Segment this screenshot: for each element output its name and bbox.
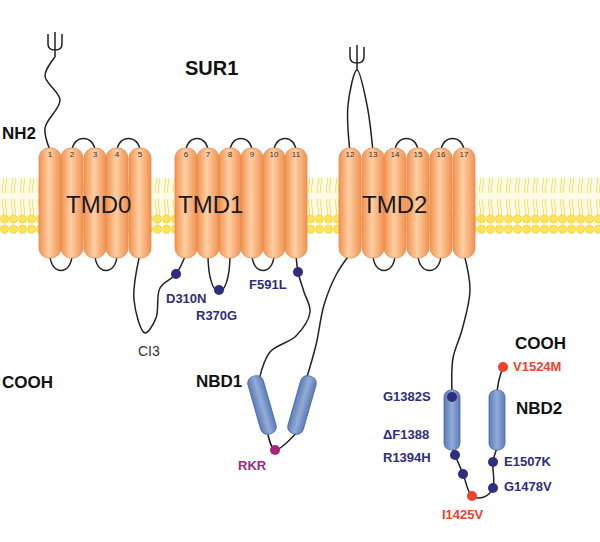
motif-label: RKR xyxy=(238,459,266,474)
glycosylation-site xyxy=(48,32,62,57)
mutation-label: G1478V xyxy=(504,480,552,495)
loop-label: CI3 xyxy=(138,343,160,359)
helix-number: 17 xyxy=(460,150,469,159)
mutation-label: F591L xyxy=(249,278,287,293)
domain-label: TMD1 xyxy=(178,191,243,219)
helix-number: 1 xyxy=(48,150,52,159)
mutation-site xyxy=(171,269,181,279)
helix-number: 16 xyxy=(437,150,446,159)
nbd-helix xyxy=(489,390,505,450)
n-terminus-chain xyxy=(45,57,60,150)
helix-number: 2 xyxy=(70,150,74,159)
helix-number: 3 xyxy=(93,150,97,159)
transmembrane-helix xyxy=(129,148,151,258)
protein-name: SUR1 xyxy=(185,57,238,80)
mutation-label: R1394H xyxy=(383,451,431,466)
helix-number: 11 xyxy=(292,150,300,159)
mutation-label: G1382S xyxy=(383,390,431,405)
helix-number: 4 xyxy=(115,150,119,159)
nbd-helix xyxy=(246,374,278,436)
mutation-label: D310N xyxy=(166,292,206,307)
terminus-label: NH2 xyxy=(2,124,36,144)
helix-number: 5 xyxy=(138,150,142,159)
mutation-site xyxy=(498,362,508,372)
helix-number: 10 xyxy=(270,150,279,159)
transmembrane-helix xyxy=(453,148,475,258)
domain-label: NBD2 xyxy=(516,399,562,419)
helix-number: 9 xyxy=(250,150,254,159)
mutation-site xyxy=(450,450,460,460)
mutation-site xyxy=(270,445,280,455)
nbd-helix xyxy=(444,390,460,450)
glycosylation-site xyxy=(350,45,364,70)
linker xyxy=(259,254,310,380)
mutation-site xyxy=(293,267,303,277)
transmembrane-helix xyxy=(241,148,263,258)
mutation-site xyxy=(458,469,468,479)
nbd-helix xyxy=(286,374,318,436)
linker xyxy=(306,254,350,380)
domain-label: TMD2 xyxy=(362,191,427,219)
helix-number: 8 xyxy=(228,150,232,159)
mutation-site xyxy=(447,392,457,402)
transmembrane-helix xyxy=(39,148,61,258)
helix-number: 15 xyxy=(414,150,423,159)
domain-label: TMD0 xyxy=(66,191,131,219)
mutation-site xyxy=(467,491,477,501)
mutation-label: V1524M xyxy=(513,360,561,375)
terminus-label: COOH xyxy=(515,334,566,354)
linker xyxy=(452,254,470,392)
transmembrane-helix xyxy=(339,148,361,258)
mutation-site xyxy=(488,457,498,467)
transmembrane-helix xyxy=(430,148,452,258)
mutation-label: E1507K xyxy=(504,455,551,470)
terminus-label: COOH xyxy=(2,373,53,393)
transmembrane-helix xyxy=(263,148,285,258)
helix-number: 12 xyxy=(346,150,355,159)
helix-number: 7 xyxy=(206,150,210,159)
transmembrane-helix xyxy=(285,148,307,258)
mutation-site xyxy=(214,285,224,295)
mutation-label: I1425V xyxy=(442,508,483,523)
helix-number: 14 xyxy=(391,150,400,159)
glycosylated-loop xyxy=(348,70,373,152)
mutation-site xyxy=(488,483,498,493)
helix-number: 6 xyxy=(184,150,188,159)
mutation-label: R370G xyxy=(196,309,237,324)
helix-number: 13 xyxy=(369,150,378,159)
domain-label: NBD1 xyxy=(196,372,242,392)
mutation-label: ΔF1388 xyxy=(383,428,429,443)
